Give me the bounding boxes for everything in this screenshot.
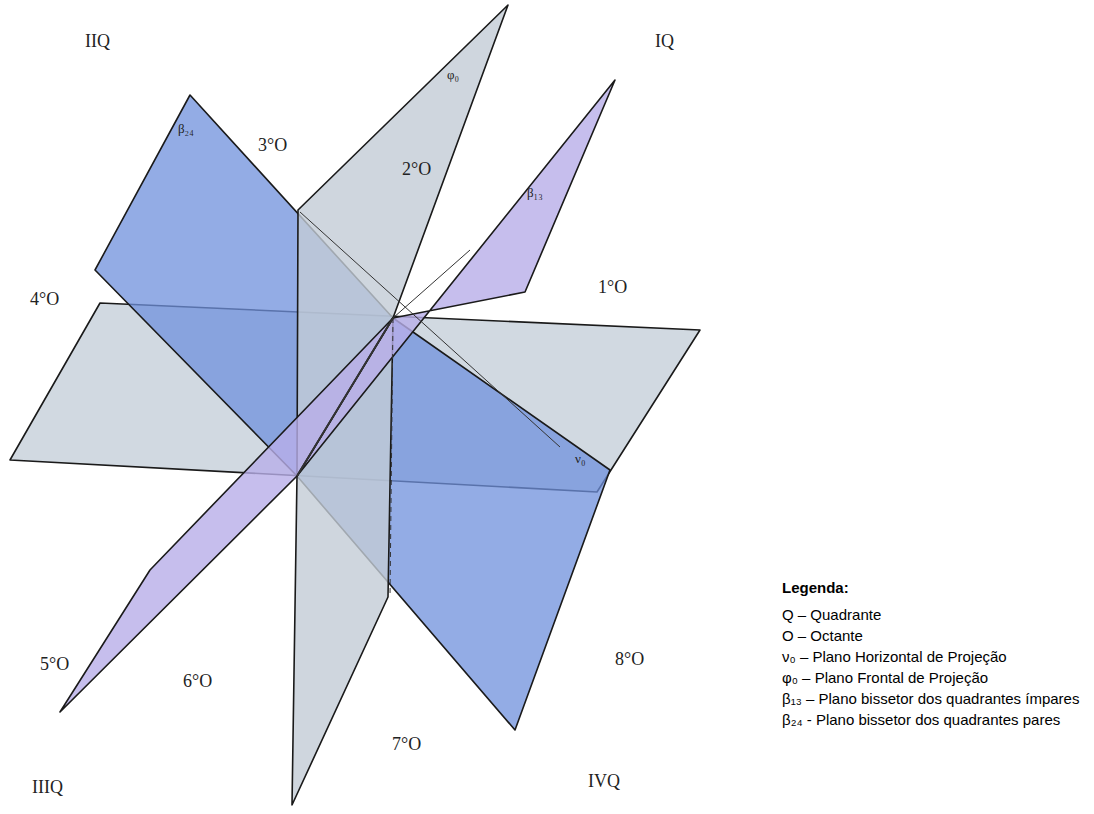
quadrant-label: IQ: [655, 32, 674, 50]
plane-label: ν₀: [575, 452, 585, 465]
construction-line: [393, 250, 470, 318]
plane-label: β₂₄: [178, 122, 194, 135]
legend-title: Legenda:: [782, 580, 849, 595]
quadrant-label: IIQ: [85, 32, 110, 50]
bisector-plane-13: [60, 318, 393, 712]
octant-label: 8°O: [615, 650, 644, 668]
legend-block: Q – QuadranteO – Octanteν₀ – Plano Horiz…: [782, 604, 1087, 730]
legend-entry: β₁₃ – Plano bissetor dos quadrantes ímpa…: [782, 688, 1087, 709]
octant-label: 7°O: [392, 735, 421, 753]
legend-entry: β₂₄ - Plano bissetor dos quadrantes pare…: [782, 709, 1087, 730]
octant-label: 3°O: [258, 136, 287, 154]
ground-line: [297, 318, 393, 476]
legend-entry: Q – Quadrante: [782, 604, 1087, 625]
plane-label: φ₀: [447, 68, 459, 81]
octant-label: 4°O: [30, 290, 59, 308]
legend-entry: φ₀ – Plano Frontal de Projeção: [782, 667, 1087, 688]
octant-label: 1°O: [598, 278, 627, 296]
octant-label: 2°O: [402, 160, 431, 178]
quadrant-label: IVQ: [588, 772, 620, 790]
quadrant-label: IIIQ: [32, 778, 63, 796]
octant-label: 5°O: [40, 655, 69, 673]
bisector-plane-13: [297, 80, 615, 476]
construction-line: [300, 212, 560, 447]
hidden-line: [390, 318, 393, 597]
legend-entry: O – Octante: [782, 625, 1087, 646]
octant-label: 6°O: [183, 672, 212, 690]
plane-label: β₁₃: [527, 186, 543, 199]
legend-entry: ν₀ – Plano Horizontal de Projeção: [782, 646, 1087, 667]
